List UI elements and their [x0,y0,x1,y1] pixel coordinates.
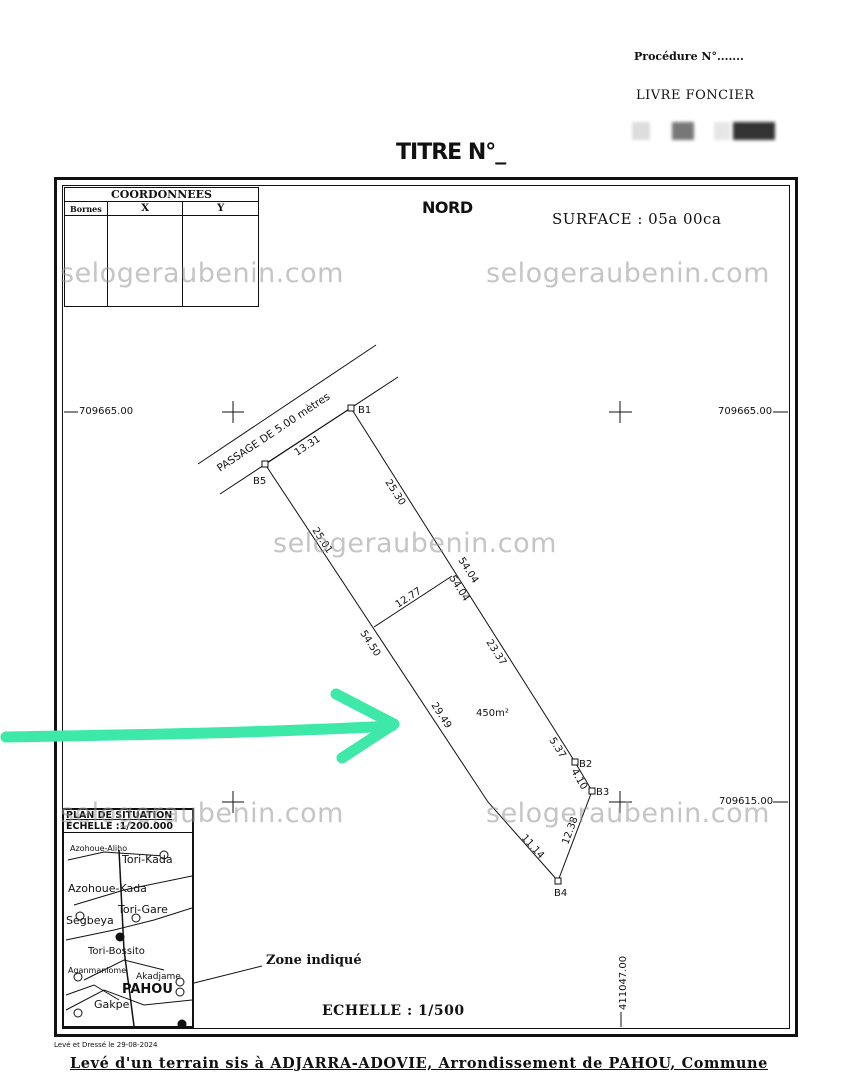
dimension-13-31: 13.31 [293,434,323,459]
place-label: Gakpe [94,998,130,1011]
coordinates-table: COORDONNEES Bornes X Y [64,187,259,307]
table-cell [106,215,184,307]
place-label: Azohoue-Aliho [70,844,128,853]
table-cell [64,215,108,307]
dimension-11-14: 11.14 [519,833,546,862]
echelle-label: ECHELLE : 1/500 [322,1003,465,1019]
place-label: Tori-Bossito [88,946,145,957]
place-label: Segbeya [66,914,114,927]
redacted-block [733,122,775,140]
borne-b4-marker [554,877,562,885]
redacted-block [714,122,730,140]
grid-crosses [222,401,632,813]
plan-inner-frame [62,185,790,1029]
redacted-block [672,122,694,140]
grid-label-right-bottom: 709615.00 [719,796,774,807]
zone-indique-label: Zone indiqué [266,953,362,968]
dimension-12-77: 12.77 [394,586,424,611]
surface-label: SURFACE : 05a 00ca [552,210,722,228]
internal-division-line [373,575,453,628]
watermark-text: selogeraubenin.com [60,258,344,289]
place-label: Azohoue-Kada [68,882,147,895]
borne-label-b2: B2 [579,759,592,770]
borne-label-b3: B3 [596,787,609,798]
area-label: 450m² [476,708,509,719]
place-label: Tori-Gare [118,903,168,916]
borne-label-b1: B1 [358,405,371,416]
situation-header: PLAN DE SITUATION ECHELLE :1/200.000 [64,810,192,833]
place-label: PAHOU [122,982,173,997]
dimension-29-49: 29.49 [428,701,453,731]
livre-foncier-label: LIVRE FONCIER [636,88,755,103]
table-cell [182,215,259,307]
dimension-5-37: 5.37 [546,736,567,761]
nord-label: NORD [422,198,473,217]
redacted-block [632,122,650,140]
titre-number: TITRE N°_ [396,140,506,165]
dimension-25-30: 25.30 [382,478,407,508]
procedure-number: Procédure N°....... [634,50,744,63]
passage-line-top [197,344,377,465]
dimension-4-10: 4.10 [568,767,589,792]
borne-label-b5: B5 [253,476,266,487]
borne-b5-marker [261,460,269,468]
leve-date: Levé et Dressé le 29-08-2024 [54,1041,158,1049]
watermark-text: selogeraubenin.com [60,798,344,829]
borne-b1-marker [347,404,355,412]
zone-pointer-line [181,965,263,987]
dimension-54-50: 54.50 [357,629,382,659]
place-label: Tori-Kada [122,853,173,866]
situation-map [65,849,192,1026]
borne-label-b4: B4 [554,888,567,899]
situation-plan: PLAN DE SITUATION ECHELLE :1/200.000 Azo… [62,808,194,1028]
situation-scale: ECHELLE :1/200.000 [66,821,173,832]
place-label: Akadjame [136,972,181,982]
watermark-text: selogeraubenin.com [486,258,770,289]
dimension-23-37: 23.37 [483,638,508,668]
grid-label-left-top: 709665.00 [79,406,134,417]
borne-b3-marker [588,787,596,795]
footer-description: Levé d'un terrain sis à ADJARRA-ADOVIE, … [70,1055,768,1072]
grid-label-vertical: 411047.00 [618,956,629,1010]
situation-title: PLAN DE SITUATION [66,810,173,821]
borne-b2-marker [571,758,579,766]
watermark-text: selogeraubenin.com [273,528,557,559]
grid-label-right-top: 709665.00 [718,406,773,417]
watermark-text: selogeraubenin.com [486,798,770,829]
place-label: Aganmanlome [68,966,127,975]
plan-outer-frame [54,177,798,1037]
